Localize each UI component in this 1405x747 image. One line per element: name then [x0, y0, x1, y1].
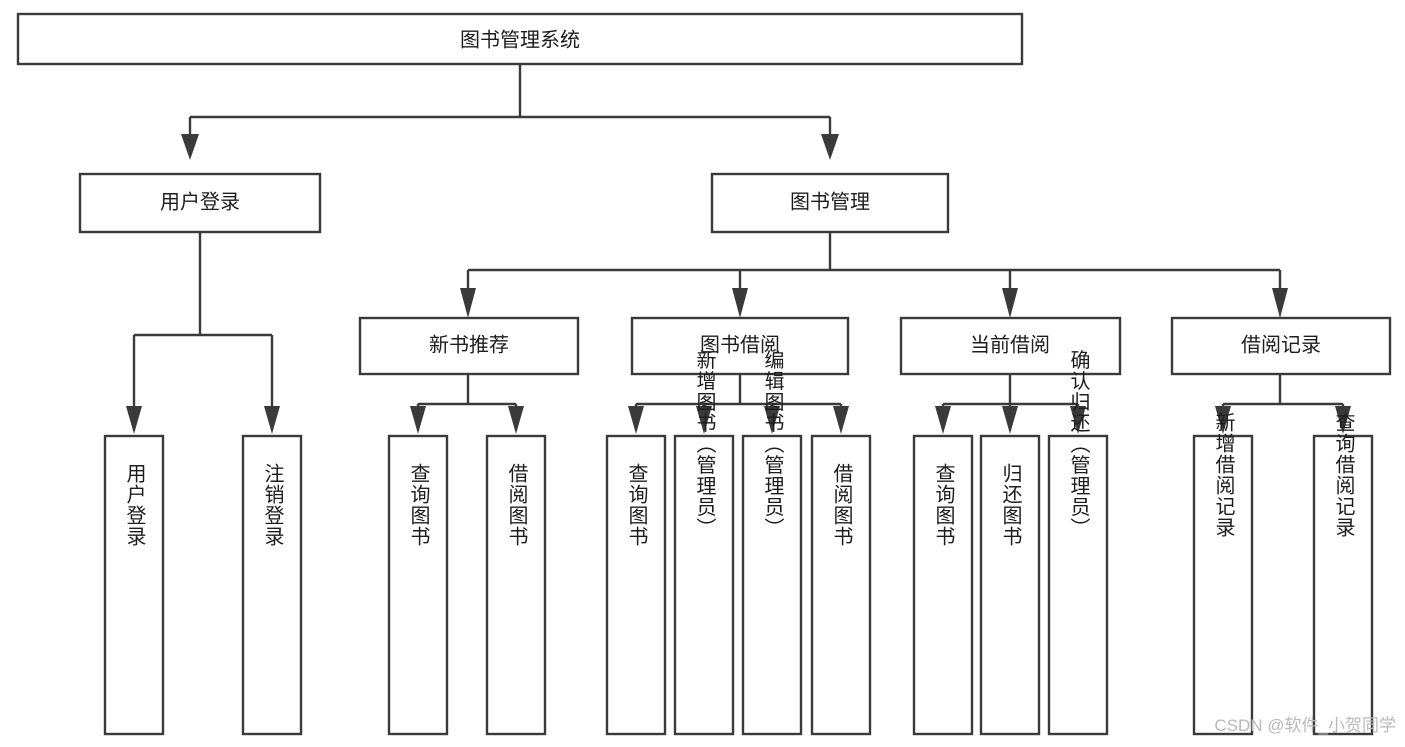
node-new-book-recommend[interactable]: 新书推荐: [358, 316, 580, 376]
node-book-borrow[interactable]: 图书借阅: [630, 316, 850, 376]
arrowhead-leaf-query-book-3: [935, 406, 951, 434]
node-leaf-confirm-return-label: 确认归还（管理员）: [1067, 349, 1090, 538]
csdn-watermark: CSDN @软件_小贺同学: [1214, 716, 1396, 735]
node-borrow-record-label: 借阅记录: [1241, 333, 1321, 356]
node-user-login-box[interactable]: [78, 172, 322, 234]
node-leaf-confirm-return[interactable]: 确认归还（管理员）: [1047, 349, 1109, 736]
arrowhead-current-borrow: [1002, 288, 1018, 318]
node-current-borrow-label: 当前借阅: [970, 333, 1050, 356]
arrowhead-leaf-query-record: [1335, 406, 1351, 434]
node-user-login-label: 用户登录: [160, 190, 240, 213]
node-leaf-query-record-label: 查询借阅记录: [1332, 412, 1355, 538]
arrowhead-book-borrow: [732, 288, 748, 318]
node-leaf-query-book-2-box[interactable]: [605, 434, 667, 736]
node-leaf-borrow-book-1-box[interactable]: [485, 434, 547, 736]
node-leaf-query-record-box[interactable]: [1312, 434, 1374, 736]
node-leaf-edit-book[interactable]: 编辑图书（管理员）: [741, 349, 803, 736]
node-leaf-return-book-box[interactable]: [979, 434, 1041, 736]
node-leaf-borrow-book-1-label: 借阅图书: [505, 463, 528, 547]
node-leaf-add-record-label: 新增借阅记录: [1212, 412, 1235, 538]
arrowhead-leaf-edit-book: [764, 406, 780, 434]
node-leaf-add-book-box[interactable]: [673, 434, 735, 736]
arrowhead-user-login: [181, 134, 199, 160]
node-leaf-return-book[interactable]: 归还图书: [979, 434, 1041, 736]
node-user-login[interactable]: 用户登录: [78, 172, 322, 234]
node-leaf-add-book-label: 新增图书（管理员）: [693, 349, 716, 538]
node-leaf-user-logout-label: 注销登录: [261, 463, 284, 547]
node-leaf-user-login[interactable]: 用户登录: [103, 434, 165, 736]
node-leaf-query-book-3-label: 查询图书: [932, 463, 955, 547]
node-leaf-add-book[interactable]: 新增图书（管理员）: [673, 349, 735, 736]
node-root-label: 图书管理系统: [460, 28, 580, 51]
node-leaf-return-book-label: 归还图书: [999, 463, 1022, 547]
node-book-management-label: 图书管理: [790, 190, 870, 213]
node-root[interactable]: 图书管理系统: [16, 12, 1024, 66]
arrowhead-leaf-query-book-1: [410, 406, 426, 434]
connector-layer: [126, 64, 1351, 434]
node-leaf-query-book-1-label: 查询图书: [407, 463, 430, 547]
arrowhead-book-management: [821, 134, 839, 160]
arrowhead-leaf-borrow-book-1: [508, 406, 524, 434]
node-book-borrow-box[interactable]: [630, 316, 850, 376]
node-borrow-record[interactable]: 借阅记录: [1170, 316, 1392, 376]
node-leaf-add-record-box[interactable]: [1192, 434, 1254, 736]
node-book-management[interactable]: 图书管理: [710, 172, 950, 234]
node-leaf-borrow-book-1[interactable]: 借阅图书: [485, 434, 547, 736]
node-layer: 图书管理系统 用户登录 图书管理 新书推荐 图书借阅 当前: [16, 12, 1392, 736]
node-leaf-query-book-1[interactable]: 查询图书: [387, 434, 449, 736]
node-leaf-user-logout-box[interactable]: [241, 434, 303, 736]
arrowhead-leaf-borrow-book-2: [833, 406, 849, 434]
node-book-borrow-label: 图书借阅: [700, 333, 780, 356]
node-leaf-query-book-1-box[interactable]: [387, 434, 449, 736]
arrowhead-leaf-user-login: [126, 406, 142, 434]
node-leaf-user-logout[interactable]: 注销登录: [241, 434, 303, 736]
arrowhead-leaf-confirm-return: [1070, 406, 1086, 434]
node-leaf-confirm-return-box[interactable]: [1047, 434, 1109, 736]
arrowhead-leaf-add-book: [696, 406, 712, 434]
node-leaf-add-record[interactable]: 新增借阅记录: [1192, 412, 1254, 736]
arrowhead-leaf-query-book-2: [628, 406, 644, 434]
node-leaf-query-book-3[interactable]: 查询图书: [912, 434, 974, 736]
node-leaf-edit-book-label: 编辑图书（管理员）: [761, 349, 784, 538]
node-leaf-query-book-3-box[interactable]: [912, 434, 974, 736]
node-leaf-borrow-book-2[interactable]: 借阅图书: [810, 434, 872, 736]
node-new-book-recommend-label: 新书推荐: [429, 333, 509, 356]
arrowhead-leaf-user-logout: [264, 406, 280, 434]
node-book-management-box[interactable]: [710, 172, 950, 234]
node-leaf-user-login-box[interactable]: [103, 434, 165, 736]
arrowhead-leaf-return-book: [1002, 406, 1018, 434]
node-leaf-query-record[interactable]: 查询借阅记录: [1312, 412, 1374, 736]
arrowhead-new-book-recommend: [460, 288, 476, 318]
node-leaf-query-book-2[interactable]: 查询图书: [605, 434, 667, 736]
node-leaf-query-book-2-label: 查询图书: [625, 463, 648, 547]
node-leaf-borrow-book-2-label: 借阅图书: [830, 463, 853, 547]
node-leaf-edit-book-box[interactable]: [741, 434, 803, 736]
arrowhead-borrow-record: [1272, 288, 1288, 318]
node-leaf-borrow-book-2-box[interactable]: [810, 434, 872, 736]
arrowhead-leaf-add-record: [1215, 406, 1231, 434]
node-root-box[interactable]: [16, 12, 1024, 66]
node-current-borrow[interactable]: 当前借阅: [899, 316, 1122, 376]
node-borrow-record-box[interactable]: [1170, 316, 1392, 376]
node-current-borrow-box[interactable]: [899, 316, 1122, 376]
node-leaf-user-login-label: 用户登录: [123, 463, 146, 547]
node-new-book-recommend-box[interactable]: [358, 316, 580, 376]
